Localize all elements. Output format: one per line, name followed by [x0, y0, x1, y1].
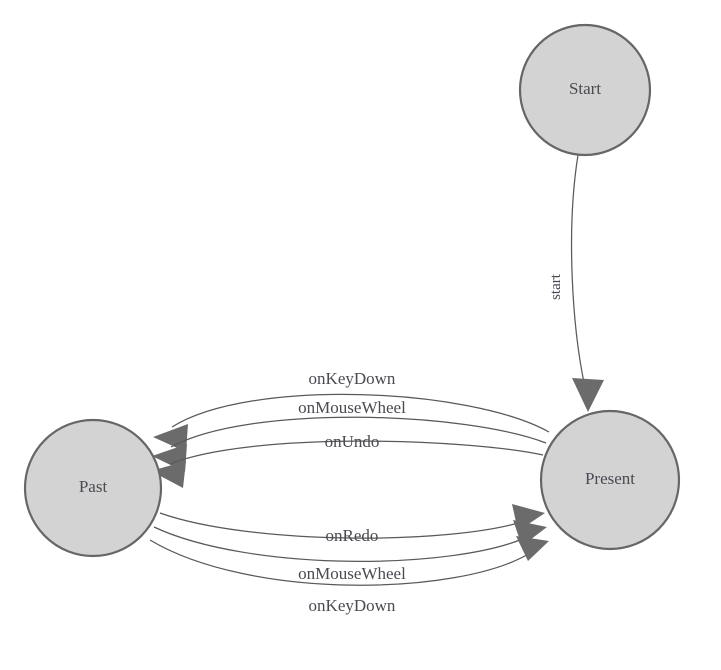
- node-start[interactable]: Start: [518, 23, 652, 157]
- edge-present-to-past-onkeydown-path: [171, 393, 550, 433]
- edge-start-to-present[interactable]: start: [548, 154, 604, 412]
- node-past-circle: [23, 418, 163, 558]
- edge-start-to-present-path: [570, 154, 587, 393]
- edge-past-to-present-onredo-path: [159, 512, 526, 539]
- edge-present-to-past-onmousewheel-path: [170, 416, 547, 448]
- edge-label-past-to-present-onredo: onRedo: [326, 526, 379, 545]
- edge-past-to-present-onmousewheel-path: [153, 526, 528, 562]
- edge-past-to-present-onkeydown[interactable]: onKeyDown: [149, 536, 549, 615]
- edge-present-to-past-onkeydown[interactable]: onKeyDown: [153, 369, 550, 452]
- edge-past-to-present-onkeydown-path: [149, 539, 531, 586]
- edge-label-start: start: [548, 273, 564, 300]
- arrowhead-past-to-present-onkeydown: [516, 536, 549, 561]
- arrowhead-present-to-past-onundo: [151, 461, 186, 488]
- node-start-label: Start: [569, 79, 601, 98]
- node-present[interactable]: Present: [539, 409, 681, 551]
- edge-present-to-past-onundo[interactable]: onUndo: [151, 432, 544, 488]
- edge-label-past-to-present-onkeydown: onKeyDown: [309, 596, 396, 615]
- node-start-circle: [518, 23, 652, 157]
- node-present-label: Present: [585, 469, 635, 488]
- edge-label-present-to-past-onundo: onUndo: [325, 432, 380, 451]
- node-past[interactable]: Past: [23, 418, 163, 558]
- arrowhead-present-to-past-onkeydown: [153, 424, 188, 452]
- node-past-label: Past: [79, 477, 108, 496]
- arrowhead-start-to-present: [572, 378, 604, 412]
- edge-label-past-to-present-onmousewheel: onMouseWheel: [298, 564, 406, 583]
- node-present-circle: [539, 409, 681, 551]
- edge-label-present-to-past-onkeydown: onKeyDown: [309, 369, 396, 388]
- edge-present-to-past-onundo-path: [169, 440, 544, 465]
- edge-label-present-to-past-onmousewheel: onMouseWheel: [298, 398, 406, 417]
- edge-past-to-present-onredo[interactable]: onRedo: [159, 504, 545, 545]
